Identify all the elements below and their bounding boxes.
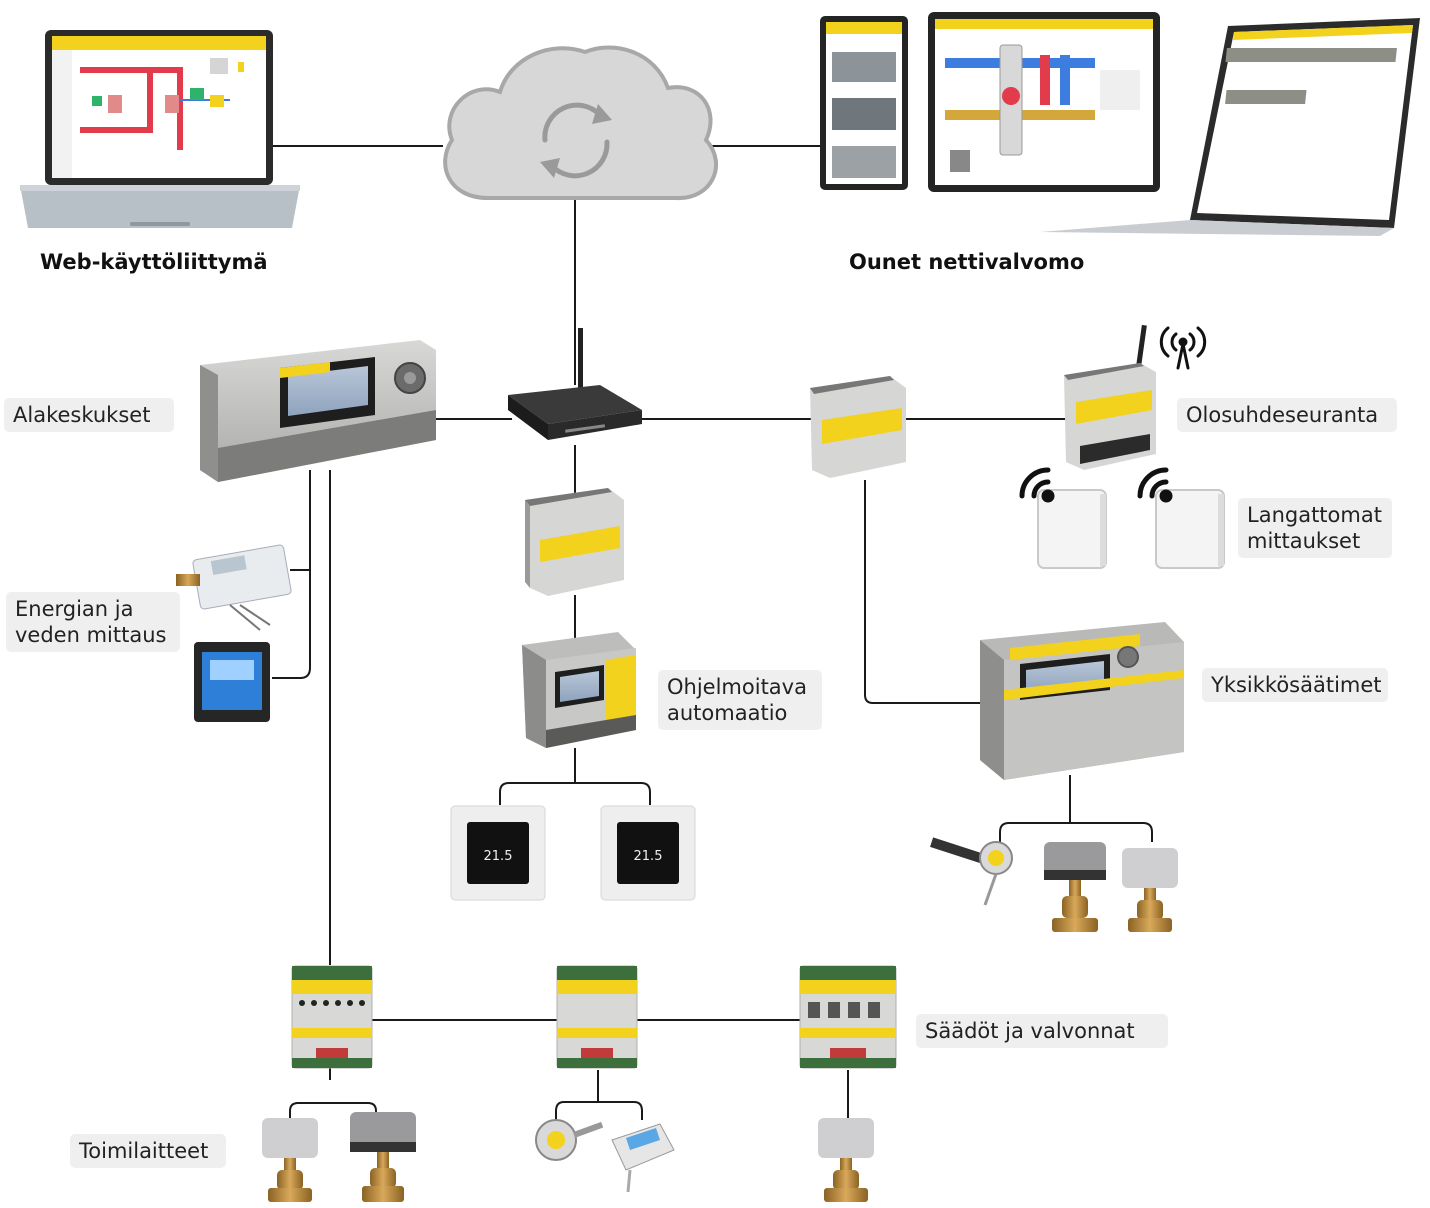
electricity-meter [194,642,270,722]
monitor-ounet [928,12,1160,192]
valve-actuator-unit-2 [1122,848,1178,932]
gateway-module-right [810,376,906,478]
connection-lines [270,145,1153,1120]
label-energia-line1: Energian ja [15,597,134,621]
valve-actuator-unit-1 [1044,842,1106,932]
valve-actuator-bottom-1 [262,1118,318,1202]
tablet-ounet [820,16,908,190]
router [508,328,642,440]
valve-actuator-bottom-2 [350,1112,416,1202]
label-olosuhde: Olosuhdeseuranta [1177,398,1397,432]
label-ohjelmoitava-line1: Ohjelmoitava [667,675,807,699]
label-olosuhde-text: Olosuhdeseuranta [1186,403,1379,427]
heat-meter [176,544,292,631]
wifi-icon-1 [1019,467,1055,503]
label-energia-line2: veden mittaus [15,623,167,647]
label-yksikko: Yksikkösäätimet [1202,668,1388,702]
label-energia: Energian ja veden mittaus [6,592,180,652]
room-thermostat-1: 21.5 [450,805,546,901]
label-toimilaitteet-text: Toimilaitteet [79,1139,209,1163]
label-langattomat-line1: Langattomat [1247,503,1382,527]
label-langattomat: Langattomat mittaukset [1238,498,1392,558]
label-saadot: Säädöt ja valvonnat [916,1014,1168,1048]
gateway-module-center [525,488,624,596]
io-module-2 [556,965,638,1069]
thermostat-reading-2: 21.5 [634,849,663,864]
label-ohjelmoitava: Ohjelmoitava automaatio [658,670,822,730]
sync-icon [542,102,610,179]
heading-ounet: Ounet nettivalvomo [849,250,1085,274]
io-module-1 [291,965,373,1069]
cloud-icon [443,45,718,201]
duct-sensor [930,837,1013,906]
heading-web-ui: Web-käyttöliittymä [40,250,268,274]
label-toimilaitteet: Toimilaitteet [70,1134,226,1168]
label-ohjelmoitava-line2: automaatio [667,701,788,725]
wifi-icon-2 [1137,467,1173,503]
label-alakeskukset-text: Alakeskukset [13,403,151,427]
laptop-web-ui [20,30,300,228]
io-module-3 [799,965,897,1069]
room-thermostat-2: 21.5 [600,805,696,901]
pressure-transmitter [611,1123,675,1193]
antenna-signal-icon [1159,326,1207,370]
duct-sensor-bottom [535,1119,604,1161]
unit-controller [980,622,1184,780]
condition-monitor-unit [1064,324,1156,470]
programmable-controller [522,632,636,748]
wireless-sensor-2 [1155,489,1225,569]
label-saadot-text: Säädöt ja valvonnat [925,1019,1135,1043]
label-yksikko-text: Yksikkösäätimet [1211,673,1382,697]
label-alakeskukset: Alakeskukset [4,398,174,432]
laptop-ounet [1040,18,1420,236]
alakeskus-controller [200,340,436,482]
valve-actuator-bottom-3 [818,1118,874,1202]
wireless-sensor-1 [1037,489,1107,569]
thermostat-reading-1: 21.5 [484,849,513,864]
label-langattomat-line2: mittaukset [1247,529,1361,553]
